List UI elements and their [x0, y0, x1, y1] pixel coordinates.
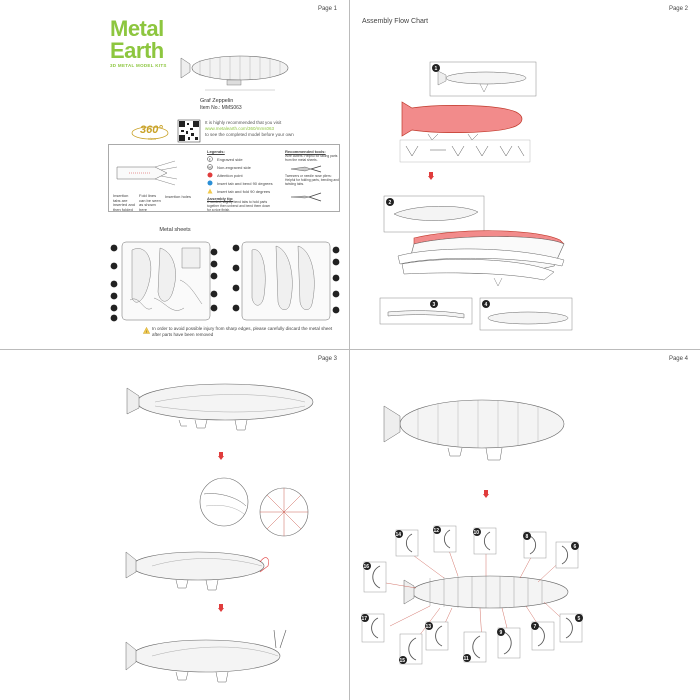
zeppelin-stage-3	[125, 629, 287, 683]
svg-text:E: E	[209, 157, 211, 161]
legend-attention: Attention point	[217, 173, 243, 178]
ring-number-10: 10	[474, 530, 480, 536]
ring-number-6: 6	[574, 544, 577, 550]
badge-360-text: 360°	[140, 124, 163, 136]
step-1-number: 1	[435, 66, 438, 72]
legend-insert-bend: Insert tab and bend 90 degrees	[217, 181, 273, 186]
page-3: Page 3	[0, 350, 350, 700]
insert-bend-icon	[207, 180, 213, 186]
legend-title: Legends:	[207, 149, 225, 154]
item-number: Item No.: MMS063	[200, 105, 242, 111]
visit-tip: It is highly recommended that you visit …	[205, 120, 345, 137]
step-3-box: 3	[379, 297, 473, 325]
step-4-box: 4	[479, 297, 573, 331]
metal-sheets-title: Metal sheets	[159, 227, 191, 233]
arrow-down-icon	[218, 604, 224, 612]
page-number: Page 3	[317, 356, 337, 362]
legend-non-engraved: Non-engraved side	[217, 165, 251, 170]
ring-number-15: 15	[400, 658, 406, 664]
safety-warning: In order to avoid possible injury from s…	[152, 326, 333, 337]
step-2-number: 2	[389, 200, 392, 206]
step-1-badge	[432, 64, 440, 72]
insert-fold-icon	[207, 188, 213, 194]
tip-url-link[interactable]: www.metalearth.com/360/mms063	[205, 125, 275, 131]
legend-box: Insertion tabs are inserted and then fol…	[108, 144, 340, 212]
ring-number-14: 14	[396, 532, 402, 538]
step-4-number: 4	[485, 302, 488, 308]
detail-magnifier	[199, 477, 309, 537]
tools-pliers-text: Tweezers or needle nose pliers: Helpful …	[285, 174, 339, 186]
ring-parts-diagram: 14 12 10 8 6 16 17 15 13 11 9 7 5	[361, 525, 583, 665]
sheet1-callouts	[110, 244, 218, 322]
legend-insert-fold: Insert tab and fold 90 degrees	[217, 189, 271, 194]
brand-tagline: 3D METAL MODEL KITS	[110, 63, 167, 68]
page-2: Page 2 Assembly Flow Chart 1 2	[350, 0, 700, 350]
warning-icon: !	[142, 326, 151, 334]
model-preview-image	[180, 55, 289, 91]
ring-number-7: 7	[534, 624, 537, 630]
assembly-flow-chart-title: Assembly Flow Chart	[362, 18, 429, 25]
wire-cutters-icon	[290, 165, 322, 173]
metal-sheet-2	[232, 241, 340, 321]
sheet2-callouts	[232, 244, 340, 314]
label-insertion-tabs: Insertion tabs are inserted and then fol…	[113, 193, 136, 212]
tools-cutters-text: Wire cutters: Helpful for taking parts f…	[285, 154, 338, 162]
assembly-tip-text: If needed, slightly bend tabs to hold pa…	[207, 200, 271, 212]
fold-diagram	[116, 160, 178, 186]
ring-number-8: 8	[526, 534, 529, 540]
step-1-box: 1	[429, 61, 537, 97]
tip-line-1: It is highly recommended that you visit	[205, 120, 282, 125]
step-2-box: 2	[383, 195, 485, 233]
svg-text:NE: NE	[208, 165, 212, 169]
page-1: Page 1 Metal Earth 3D METAL MODEL KITS G…	[0, 0, 350, 350]
brand-logo-line1: Metal	[110, 16, 164, 41]
assembly-tip-title: Assembly tip:	[207, 196, 234, 201]
page-number: Page 1	[317, 6, 337, 12]
brand-logo-line2: Earth	[110, 38, 164, 63]
arrow-down-icon	[428, 172, 434, 180]
badge-view-text: view	[148, 136, 157, 141]
arrow-down-icon	[218, 452, 224, 460]
zeppelin-stage-1	[126, 383, 314, 431]
ring-number-5: 5	[578, 616, 581, 622]
arrow-down-icon	[483, 490, 489, 498]
qr-code-icon[interactable]	[177, 119, 201, 143]
highlight-hull-part	[401, 101, 523, 141]
step-3-number: 3	[433, 302, 436, 308]
tools-title: Recommended tools:	[285, 149, 326, 154]
page-4: Page 4	[350, 350, 700, 700]
assembly-main-hull	[397, 230, 565, 287]
ring-number-16: 16	[364, 564, 370, 570]
ring-number-9: 9	[500, 630, 503, 636]
page-number: Page 2	[668, 6, 688, 12]
label-fold-lines: Fold lines can be seen as shown here	[139, 193, 161, 212]
ring-number-13: 13	[426, 624, 432, 630]
svg-text:!: !	[146, 329, 147, 334]
ring-number-12: 12	[434, 528, 440, 534]
ring-number-17: 17	[362, 616, 368, 622]
badge-360-view[interactable]: 360° view	[130, 124, 170, 142]
non-engraved-side-icon: NE	[207, 164, 213, 170]
page-number: Page 4	[668, 356, 688, 362]
pliers-icon	[290, 192, 322, 202]
tip-line-3: to see the completed model before your o…	[205, 131, 294, 137]
label-insertion-holes: Insertion holes	[165, 194, 192, 199]
zeppelin-stage-2	[125, 551, 269, 591]
metal-sheet-1	[110, 241, 218, 322]
ring-number-11: 11	[464, 656, 470, 662]
tab-detail-strip	[399, 139, 531, 163]
zeppelin-assembled	[383, 399, 565, 461]
attention-point-icon	[207, 172, 213, 178]
engraved-side-icon: E	[207, 156, 213, 162]
legend-engraved: Engraved side	[217, 157, 243, 162]
model-name: Graf Zeppelin	[200, 98, 234, 104]
